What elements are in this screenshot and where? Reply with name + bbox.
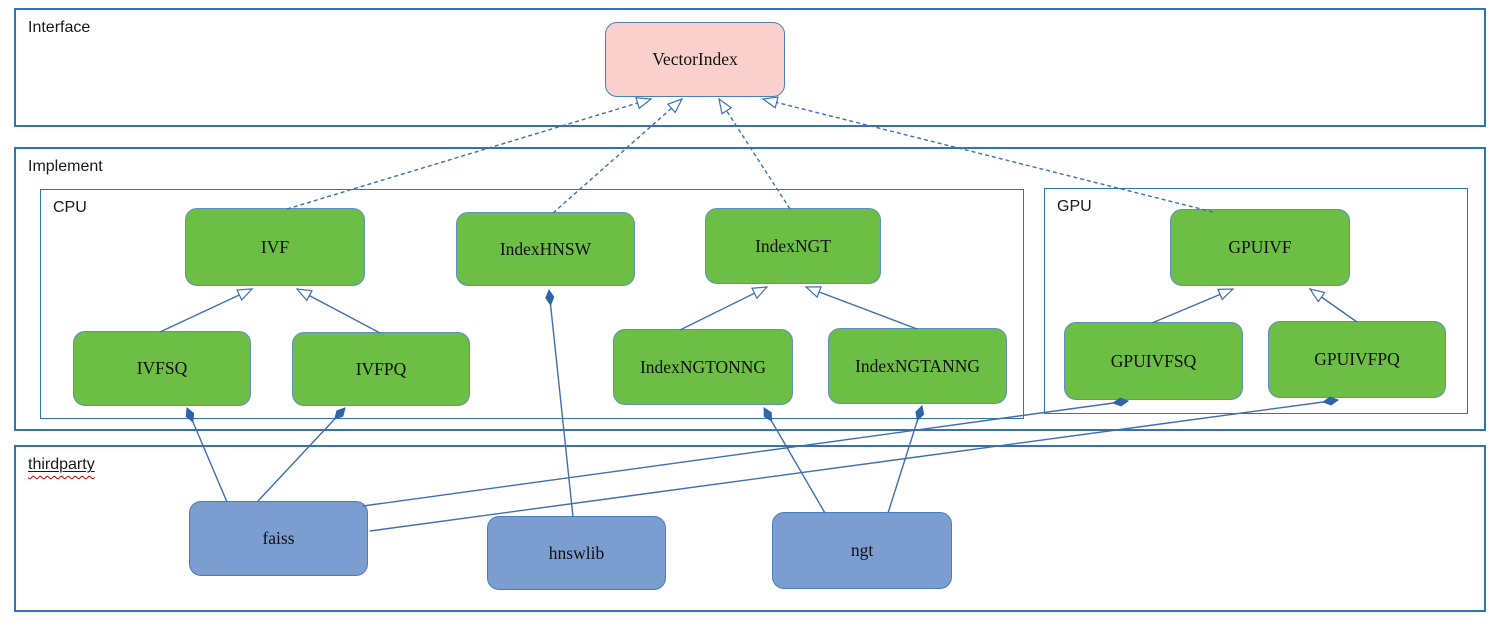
node-vectorindex-label: VectorIndex [652, 49, 738, 69]
node-ivf[interactable]: IVF [185, 208, 365, 286]
container-label-gpu: GPU [1057, 198, 1092, 215]
node-ivfpq[interactable]: IVFPQ [292, 332, 470, 406]
node-ivfsq[interactable]: IVFSQ [73, 331, 251, 406]
node-gpuivf[interactable]: GPUIVF [1170, 209, 1350, 286]
node-indexngt-label: IndexNGT [755, 235, 831, 256]
node-indexngt[interactable]: IndexNGT [705, 208, 881, 284]
node-gpuivf-label: GPUIVF [1228, 237, 1292, 257]
node-indexngtonng-label: IndexNGTONNG [639, 356, 767, 377]
node-indexhnsw-label: IndexHNSW [499, 238, 592, 259]
node-gpuivfsq[interactable]: GPUIVFSQ [1064, 322, 1243, 400]
node-gpuivfpq[interactable]: GPUIVFPQ [1268, 321, 1446, 398]
container-label-cpu: CPU [53, 199, 87, 216]
node-hnswlib[interactable]: hnswlib [487, 516, 666, 590]
container-label-implement: Implement [28, 158, 103, 175]
node-hnswlib-label: hnswlib [548, 542, 605, 563]
node-gpuivfsq-label: GPUIVFSQ [1110, 350, 1197, 371]
node-vectorindex[interactable]: VectorIndex [605, 22, 785, 97]
node-faiss[interactable]: faiss [189, 501, 368, 576]
node-ivf-label: IVF [260, 236, 290, 257]
node-ngt-label: ngt [850, 540, 874, 560]
node-ivfsq-label: IVFSQ [136, 358, 188, 378]
node-indexngtonng[interactable]: IndexNGTONNG [613, 329, 793, 405]
node-indexhnsw[interactable]: IndexHNSW [456, 212, 635, 286]
node-gpuivfpq-label: GPUIVFPQ [1314, 349, 1400, 369]
container-label-thirdparty: thirdparty [28, 456, 95, 473]
container-label-interface: Interface [28, 19, 91, 36]
node-indexngtanng-label: IndexNGTANNG [855, 355, 980, 376]
node-ngt[interactable]: ngt [772, 512, 952, 589]
node-indexngtanng[interactable]: IndexNGTANNG [828, 328, 1007, 404]
node-faiss-label: faiss [262, 528, 295, 548]
node-ivfpq-label: IVFPQ [355, 358, 407, 379]
